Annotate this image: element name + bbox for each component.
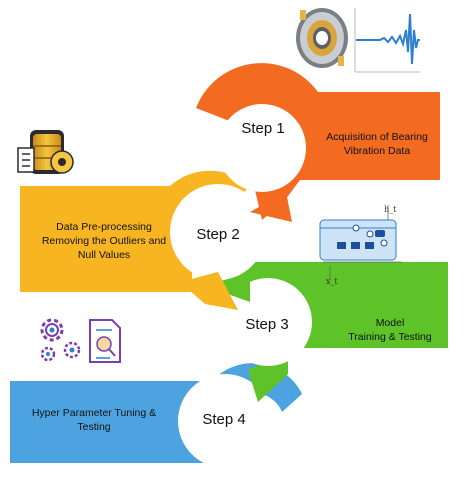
step-2-line-3: Null Values [77, 249, 131, 261]
lstm-top-label: h_t [384, 205, 397, 214]
data-storage-icon [17, 130, 74, 174]
step-1-band [196, 63, 440, 222]
bearing-icon [296, 8, 348, 68]
step-2-band [20, 170, 266, 310]
step-4-line-2: Testing [77, 421, 111, 433]
step-3-line-1: Model [375, 317, 405, 329]
step-2-description: Data Pre-processing Removing the Outlier… [24, 220, 184, 262]
report-document-icon [89, 319, 121, 363]
step-3-line-2: Training & Testing [348, 331, 432, 343]
lstm-bottom-label: x_t [326, 277, 339, 286]
step-2-line-1: Data Pre-processing [56, 221, 152, 233]
step-1-title: Step 1 [241, 120, 285, 137]
gears-icon [40, 318, 81, 362]
step-4-band [10, 363, 302, 468]
step-1-line-2: Vibration Data [343, 145, 411, 157]
step-4-line-1: Hyper Parameter Tuning & [31, 407, 157, 419]
step-1-description: Acquisition of Bearing Vibration Data [312, 130, 442, 158]
step-2-line-2: Removing the Outliers and [41, 235, 167, 247]
vibration-signal-icon [354, 8, 420, 73]
lstm-cell-diagram-icon: h_t x_t [319, 205, 402, 286]
step-2-title: Step 2 [196, 226, 240, 243]
step-1-line-1: Acquisition of Bearing [326, 131, 428, 143]
step-3-band [205, 262, 448, 402]
step-4-description: Hyper Parameter Tuning & Testing [14, 406, 174, 434]
step-3-description: Model Training & Testing [330, 316, 450, 344]
step-3-title: Step 3 [245, 316, 289, 333]
step-4-title: Step 4 [202, 411, 246, 428]
